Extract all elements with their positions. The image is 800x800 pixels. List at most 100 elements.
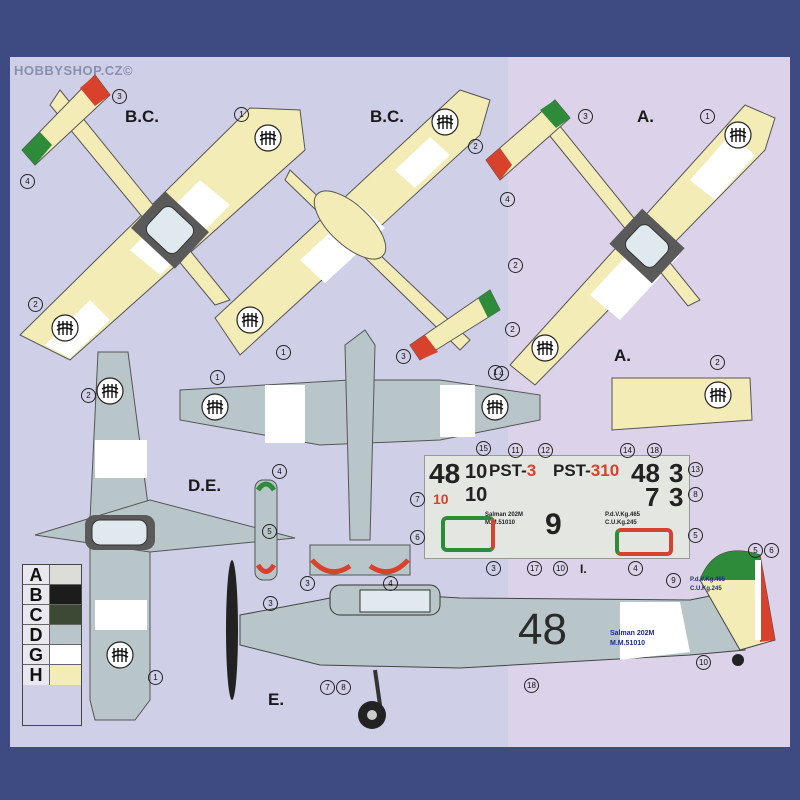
fuselage-text-2: M.M.51010 [610, 640, 646, 647]
decal-10-red: 10 [433, 491, 449, 507]
swatch-color [49, 585, 81, 604]
callout-14: 14 [620, 443, 635, 458]
callout-4: 4 [272, 464, 287, 479]
fuselage-text-1: Salman 202M [610, 630, 655, 637]
swatch-color [49, 605, 81, 624]
swatch-letter: C [23, 605, 49, 625]
title-bc-2: B.C. [370, 107, 404, 126]
wing-tip-detail-a [611, 377, 753, 431]
callout-4: 4 [20, 174, 35, 189]
callout-18: 18 [524, 678, 539, 693]
swatch-letter: G [23, 645, 49, 665]
callout-10: 10 [696, 655, 711, 670]
callout-3: 3 [263, 596, 278, 611]
callout-10: 10 [553, 561, 568, 576]
callout-2: 2 [710, 355, 725, 370]
callout-6: 6 [410, 530, 425, 545]
callout-15: 15 [476, 441, 491, 456]
callout-5: 5 [262, 524, 277, 539]
title-a-top: A. [637, 107, 654, 126]
plane-de-top-view [34, 351, 296, 721]
callout-3: 3 [112, 89, 127, 104]
title-de: D.E. [188, 476, 222, 495]
callout-2: 2 [468, 139, 483, 154]
decal-10-top: 10 [465, 461, 488, 483]
callout-4: 4 [500, 192, 515, 207]
decal-9: 9 [545, 508, 562, 541]
title-e: E. [268, 690, 285, 709]
swatch-color [49, 645, 81, 664]
watermark: HOBBYSHOP.CZ© [14, 63, 134, 78]
plane-de-bottom-view [179, 329, 541, 576]
swatch-letter: B [23, 585, 49, 605]
decal-pst-3: PST-3 [489, 461, 537, 480]
callout-6: 6 [764, 543, 779, 558]
callout-13: 13 [688, 462, 703, 477]
callout-1: 1 [234, 107, 249, 122]
callout-7: 7 [410, 492, 425, 507]
callout-3: 3 [578, 109, 593, 124]
callout-7: 7 [320, 680, 335, 695]
callout-2: 2 [81, 388, 96, 403]
title-bc-1: B.C. [125, 107, 159, 126]
swatch-letter: A [23, 565, 49, 585]
swatch-h: H [23, 665, 81, 685]
decal-label-i: I. [580, 562, 587, 576]
swatch-letter: H [23, 665, 49, 685]
decal-3-top: 3 [669, 458, 684, 488]
plane-e-side-view [226, 550, 776, 729]
decal-salman-text: Salman 202M [485, 512, 524, 518]
callout-18: 18 [647, 443, 662, 458]
callout-5: 5 [748, 543, 763, 558]
decal-cu-text: C.U.Kg.245 [605, 520, 637, 526]
swatch-color [49, 565, 81, 584]
callout-1: 1 [210, 370, 225, 385]
callout-17: 17 [527, 561, 542, 576]
decal-3-bottom: 3 [669, 482, 684, 512]
callout-3: 3 [396, 349, 411, 364]
callout-8: 8 [336, 680, 351, 695]
callout-1: 1 [148, 670, 163, 685]
callout-1: 1 [488, 365, 503, 380]
callout-12: 12 [538, 443, 553, 458]
callout-1: 1 [276, 345, 291, 360]
callout-4: 4 [628, 561, 643, 576]
plane-bc-top-view [19, 74, 306, 361]
decal-stripe-right [615, 528, 673, 556]
title-a-wing: A. [614, 346, 631, 365]
callout-9: 9 [666, 573, 681, 588]
decal-10-bottom: 10 [465, 484, 488, 506]
side-code-48: 48 [518, 605, 567, 654]
tail-text-2: C.U.Kg.245 [690, 586, 722, 592]
plane-bc-bottom-view [214, 89, 501, 361]
decal-mm-text: M.M.51010 [485, 520, 516, 526]
decal-48: 48 [429, 458, 461, 489]
callout-2: 2 [505, 322, 520, 337]
callout-11: 11 [508, 443, 523, 458]
swatch-color [49, 665, 81, 685]
decal-stripe-left [441, 516, 495, 552]
callout-2: 2 [508, 258, 523, 273]
plane-a-top-view [485, 99, 776, 386]
decal-pst-310: PST-310 [553, 461, 620, 480]
color-legend: A B C D G H [22, 564, 82, 726]
decal-7: 7 [645, 482, 660, 512]
callout-4: 4 [383, 576, 398, 591]
decal-48-right: 48 [631, 458, 660, 488]
swatch-a: A [23, 565, 81, 585]
callout-2: 2 [28, 297, 43, 312]
callout-3: 3 [486, 561, 501, 576]
callout-1: 1 [700, 109, 715, 124]
decal-sheet: 48 10 10 10 PST-3 PST-310 48 3 7 3 9 Sal… [424, 455, 690, 559]
tail-text-1: P.d.V.Kg.465 [690, 577, 726, 583]
callout-5: 5 [688, 528, 703, 543]
callout-8: 8 [688, 487, 703, 502]
swatch-g: G [23, 645, 81, 665]
swatch-color [49, 625, 81, 644]
swatch-d: D [23, 625, 81, 645]
swatch-b: B [23, 585, 81, 605]
callout-3: 3 [300, 576, 315, 591]
decal-pdv-text: P.d.V.Kg.465 [605, 512, 641, 518]
swatch-letter: D [23, 625, 49, 645]
